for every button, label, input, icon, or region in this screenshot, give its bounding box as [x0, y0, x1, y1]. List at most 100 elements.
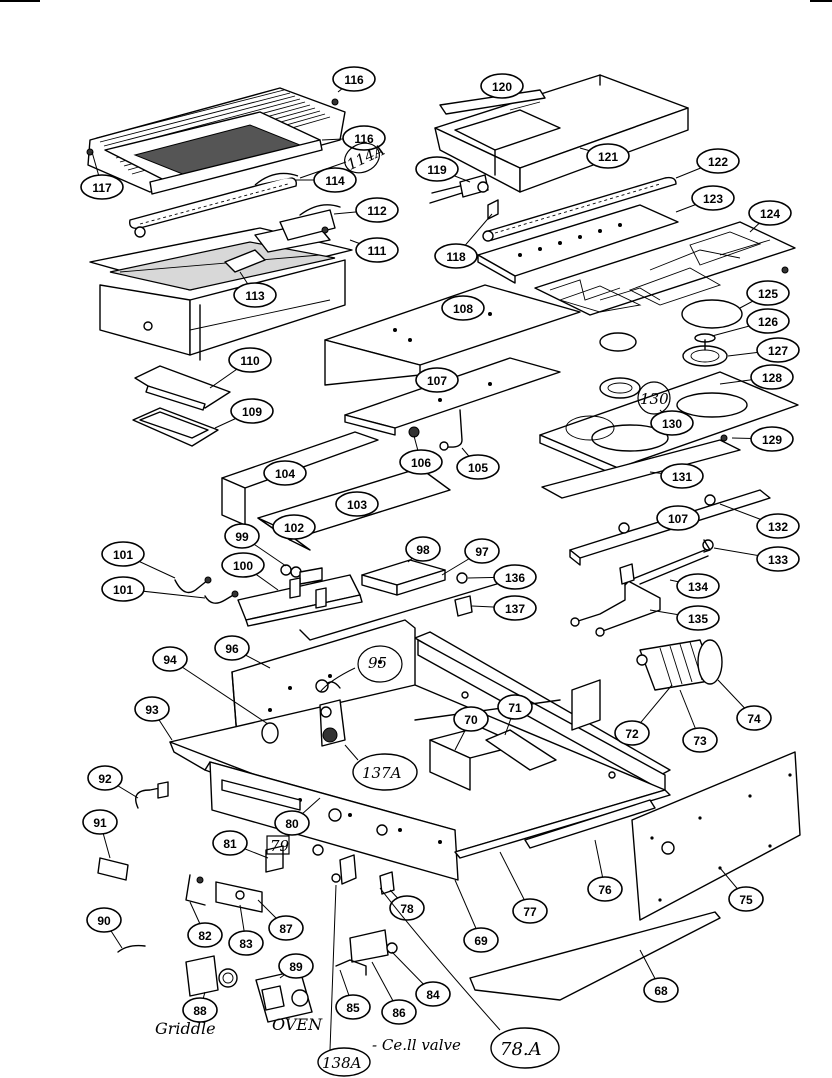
burner-grate — [534, 221, 796, 316]
handwritten-notes: 114A 95 137A 130 79 78.A 138A Griddle OV… — [155, 141, 671, 1077]
callout-number: 114 — [325, 174, 345, 188]
callout-bubble — [750, 426, 794, 452]
note-78a: 78.A — [500, 1039, 542, 1060]
callout-c112: 112 — [333, 197, 399, 223]
callout-number: 127 — [768, 344, 788, 358]
callout-c98: 98 — [405, 536, 441, 563]
callout-bubble — [480, 73, 524, 99]
callout-c78: 78 — [389, 889, 425, 921]
callout-number: 73 — [693, 734, 707, 748]
burner-box — [89, 221, 353, 361]
callout-bubble — [228, 347, 272, 373]
griddle-plate — [434, 74, 689, 193]
callout-bubble — [278, 953, 314, 979]
callout-number: 111 — [368, 244, 387, 258]
callout-number: 110 — [240, 354, 260, 368]
callout-bubble — [101, 576, 145, 602]
callout-bubble — [332, 66, 376, 92]
callout-c77: 77 — [499, 851, 548, 924]
callout-c129: 129 — [731, 426, 794, 452]
clip — [456, 572, 468, 584]
callout-bubble — [187, 922, 223, 948]
callout-number: 99 — [235, 530, 249, 544]
callout-bubble — [728, 886, 764, 912]
burner-cap — [681, 299, 743, 329]
note-79: 79 — [270, 837, 290, 855]
callout-number: 112 — [367, 204, 387, 218]
callout-bubble — [134, 696, 170, 722]
callout-c136: 136 — [467, 564, 537, 590]
mounting-bracket — [237, 574, 363, 627]
callout-c72: 72 — [614, 684, 673, 746]
callout-bubble — [756, 546, 800, 572]
callout-number: 81 — [223, 837, 237, 851]
callout-number: 82 — [198, 929, 212, 943]
callout-number: 129 — [762, 433, 782, 447]
lower-panel — [541, 439, 741, 499]
callout-number: 113 — [245, 289, 265, 303]
callout-bubble — [389, 895, 425, 921]
callout-bubble — [355, 237, 399, 263]
callout-bubble — [750, 364, 794, 390]
callout-c88: 88 — [182, 991, 218, 1023]
callout-c108: 108 — [441, 295, 485, 321]
callout-bubble — [342, 125, 386, 151]
wire-harness — [174, 579, 209, 594]
callout-bubble — [228, 930, 264, 956]
callout-bubble — [656, 505, 700, 531]
callout-bubble — [512, 898, 548, 924]
callout-c116a: 116 — [332, 66, 376, 93]
callout-number: 78 — [400, 902, 414, 916]
griddle-burner — [482, 176, 677, 242]
callout-bubble — [453, 706, 489, 732]
grommet — [261, 722, 279, 744]
gas-tubing — [570, 549, 709, 637]
fitting — [408, 426, 420, 438]
callout-number: 77 — [523, 905, 537, 919]
burner-tube — [129, 172, 299, 238]
callout-c73: 73 — [679, 689, 718, 753]
callout-c110: 110 — [209, 347, 272, 389]
callout-c122: 122 — [675, 148, 740, 179]
callout-bubble — [355, 197, 399, 223]
callout-bubble — [274, 810, 310, 836]
callout-bubble — [80, 174, 124, 200]
callout-c127: 127 — [727, 337, 800, 363]
leader-line — [169, 658, 269, 725]
callout-number: 84 — [426, 988, 440, 1002]
callout-c69: 69 — [454, 879, 499, 953]
callout-number: 68 — [654, 984, 668, 998]
griddle-thermostat — [185, 955, 238, 997]
callout-number: 102 — [284, 521, 304, 535]
callout-c137: 137 — [471, 595, 537, 621]
callout-number: 134 — [688, 580, 708, 594]
callout-c101a: 101 — [101, 541, 176, 579]
callout-number: 94 — [163, 653, 177, 667]
callout-bubble — [676, 573, 720, 599]
callout-bubble — [434, 243, 478, 269]
callout-c133: 133 — [713, 546, 800, 572]
callout-number: 130 — [662, 417, 682, 431]
callout-number: 74 — [747, 712, 761, 726]
callout-bubble — [182, 997, 218, 1023]
callout-c120: 120 — [480, 73, 524, 99]
callout-c119: 119 — [415, 156, 471, 183]
callout-c124: 124 — [748, 200, 792, 233]
callout-bubble — [748, 200, 792, 226]
callout-number: 131 — [672, 470, 692, 484]
top-panel — [324, 284, 581, 386]
callout-bubble — [682, 727, 718, 753]
note-95: 95 — [368, 654, 387, 672]
callout-c123: 123 — [675, 185, 735, 213]
callout-c132: 132 — [719, 503, 800, 539]
callout-bubble — [214, 635, 250, 661]
bottom-rail — [469, 911, 721, 1001]
callout-bubble — [587, 876, 623, 902]
callout-bubble — [650, 410, 694, 436]
callout-c100: 100 — [221, 552, 279, 591]
grease-pan — [132, 407, 219, 447]
callout-number: 97 — [475, 545, 489, 559]
callout-c93: 93 — [134, 696, 173, 741]
callout-c101b: 101 — [101, 576, 206, 602]
terminal-block — [97, 857, 129, 881]
